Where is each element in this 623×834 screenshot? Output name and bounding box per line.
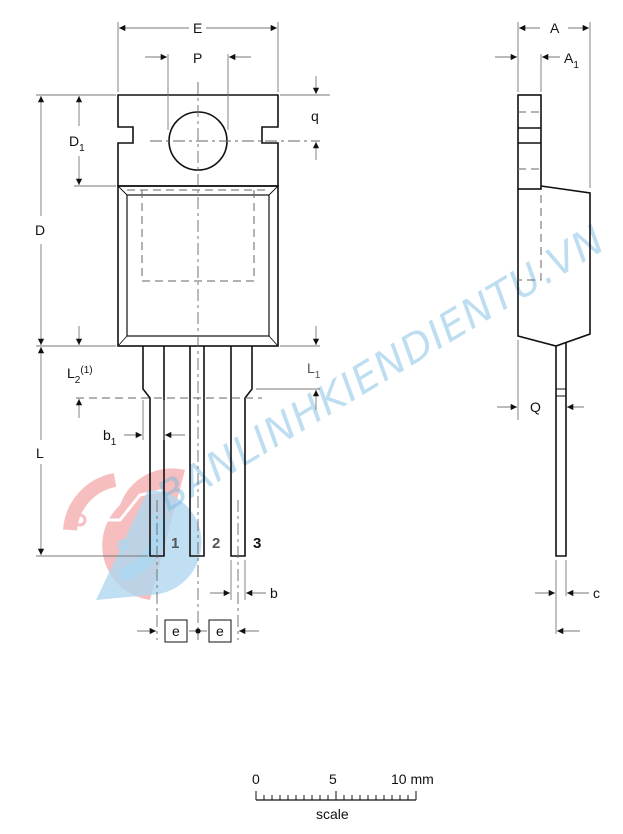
side-body <box>517 185 591 347</box>
dim-e-label-1: e <box>172 623 180 639</box>
dim-L1-label: L1 <box>307 360 321 381</box>
side-lead <box>555 343 567 557</box>
dim-P-label: P <box>193 50 202 66</box>
dim-D1-label: D1 <box>69 133 85 154</box>
watermark-text: BANLINHKIENDIENTU.VN <box>149 217 613 521</box>
scale-tick-10: 10 mm <box>391 771 434 787</box>
dim-e-box-2 <box>208 619 232 643</box>
side-tab <box>517 94 542 190</box>
scale-caption: scale <box>316 806 349 822</box>
lead-1 <box>142 346 165 557</box>
scale-bar: 0 5 10 mm scale <box>252 771 434 822</box>
dim-b1-label: b1 <box>103 427 117 448</box>
lead-2 <box>189 346 205 557</box>
dim-D-label: D <box>35 222 45 238</box>
dim-Q-label: Q <box>530 399 541 415</box>
dim-L2-label: L2(1) <box>67 365 93 386</box>
pin-1-label: 1 <box>171 535 179 552</box>
scale-tick-0: 0 <box>252 771 260 787</box>
dim-E-label: E <box>193 20 202 36</box>
lead-3 <box>230 346 253 557</box>
dim-L-label: L <box>36 445 44 461</box>
pin-2-label: 2 <box>212 535 220 552</box>
dim-b-label: b <box>270 585 278 601</box>
scale-tick-5: 5 <box>329 771 337 787</box>
dim-q-label: q <box>311 108 319 124</box>
front-view: 1 2 3 E P q D D1 L2(1) <box>35 20 330 643</box>
pin-3-label: 3 <box>253 535 261 552</box>
dim-e-label-2: e <box>216 623 224 639</box>
dim-c-label: c <box>593 585 600 601</box>
dim-A-label: A <box>550 20 560 36</box>
side-view: A A1 Q c <box>495 20 600 635</box>
dim-A1-label: A1 <box>564 50 579 71</box>
dim-e-box-1 <box>164 619 188 643</box>
